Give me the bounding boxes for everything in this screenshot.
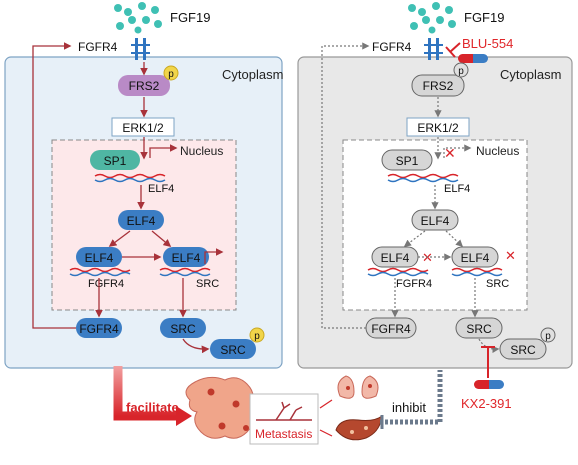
elf4-label-right-a: ELF4 [381, 251, 410, 265]
elf4-gene-label-right: ELF4 [444, 183, 470, 195]
erk-label-right: ERK1/2 [417, 121, 459, 135]
liver-icon [335, 414, 383, 441]
erk-label-left: ERK1/2 [122, 121, 164, 135]
kx2-capsule [474, 380, 504, 389]
src-label-left: SRC [170, 322, 196, 336]
frs2-label-left: FRS2 [129, 79, 160, 93]
kx2-label: KX2-391 [461, 396, 512, 411]
arrows-left [32, 42, 224, 354]
block-x-src: ✕ [505, 248, 516, 263]
fgfr4-protein-label-left: FGFR4 [79, 322, 119, 336]
dna-elf4-right [387, 173, 459, 183]
sp1-node-left [90, 150, 140, 170]
elf4-label-right-b: ELF4 [461, 251, 490, 265]
erk-node-left [111, 117, 175, 137]
elf4-node-left-b [163, 247, 209, 267]
fgf19-label-left: FGF19 [170, 10, 210, 25]
dna-src-left [159, 267, 211, 277]
fgfr4-gene-label-right: FGFR4 [396, 278, 432, 290]
psrc-label-left: SRC [220, 343, 246, 357]
fgfr4-node-left [76, 318, 122, 338]
cytoplasm-label-left: Cytoplasm [222, 67, 283, 82]
phospho-src-right [540, 327, 556, 343]
phospho-label-frs2-left: p [168, 69, 174, 80]
sp1-label-right: SP1 [396, 154, 419, 168]
dna-elf4-left [94, 173, 166, 183]
facilitate-arrow [113, 366, 180, 421]
block-x-nucleus: ✕ [444, 145, 456, 161]
cytoplasm-label-right: Cytoplasm [500, 67, 561, 82]
phospho-frs2-left [163, 65, 179, 81]
blu554-inhibit-bar [449, 42, 461, 53]
phospho-label-src-left: p [254, 331, 260, 342]
psrc-node-left [210, 339, 256, 359]
phospho-src-left [249, 327, 265, 343]
fgfr4-receptor-right [424, 38, 443, 60]
facilitate-arrowhead [176, 406, 192, 426]
src-node-right [455, 317, 503, 339]
fgfr4-label-right: FGFR4 [372, 40, 412, 54]
src-gene-label-right: SRC [486, 278, 509, 290]
elf4-node-right [411, 209, 459, 231]
inhibit-label: inhibit [392, 400, 426, 415]
fgfr4-receptor-left [131, 38, 150, 60]
metastasis-arrow-liver [319, 429, 333, 437]
phospho-label-src-right: p [545, 331, 551, 342]
arrows-right [321, 42, 500, 354]
elf4-node-left [118, 210, 164, 230]
nucleus-label-left: Nucleus [180, 144, 223, 158]
psrc-node-right [499, 338, 547, 360]
psrc-label-right: SRC [510, 343, 536, 357]
blu554-label: BLU-554 [462, 36, 513, 51]
frs2-label-right: FRS2 [423, 79, 454, 93]
fgf19-dots-left [114, 2, 162, 34]
lung-icon [337, 375, 379, 399]
erk-node-right [406, 117, 470, 137]
metastasis-tree-icon [256, 401, 312, 421]
fgfr4-label-left: FGFR4 [78, 40, 118, 54]
inhibit-connector [380, 370, 443, 425]
dna-src-right [451, 267, 503, 277]
frs2-node-left [118, 75, 170, 96]
elf4-node-right-b [451, 246, 499, 268]
src-label-right: SRC [466, 322, 492, 336]
elf4-label-right: ELF4 [421, 214, 450, 228]
elf4-label-left-b: ELF4 [172, 251, 201, 265]
elf4-label-left-a: ELF4 [85, 251, 114, 265]
fgf19-label-right: FGF19 [464, 10, 504, 25]
metastasis-box [249, 393, 319, 445]
elf4-label-left: ELF4 [127, 214, 156, 228]
sp1-node-right [381, 149, 433, 171]
phospho-label-frs2-right: p [458, 66, 464, 77]
metastasis-arrow-lung [319, 399, 333, 409]
nucleus-label-right: Nucleus [476, 144, 519, 158]
sp1-label-left: SP1 [104, 154, 127, 168]
phospho-frs2-right [453, 62, 469, 78]
dna-fgfr4-right [367, 267, 429, 277]
src-node-left [160, 318, 206, 338]
dna-fgfr4-left [69, 267, 131, 277]
facilitate-label: facilitate [126, 400, 179, 415]
metastasis-label: Metastasis [255, 427, 312, 441]
fgfr4-protein-label-right: FGFR4 [371, 322, 411, 336]
fgf19-dots-right [408, 2, 456, 34]
elf4-node-left-a [76, 247, 122, 267]
elf4-gene-label-left: ELF4 [148, 183, 174, 195]
colon-icon [185, 376, 255, 439]
fgfr4-gene-label-left: FGFR4 [88, 278, 124, 290]
src-gene-label-left: SRC [196, 278, 219, 290]
frs2-node-right [411, 74, 465, 97]
blu554-capsule [458, 54, 488, 63]
